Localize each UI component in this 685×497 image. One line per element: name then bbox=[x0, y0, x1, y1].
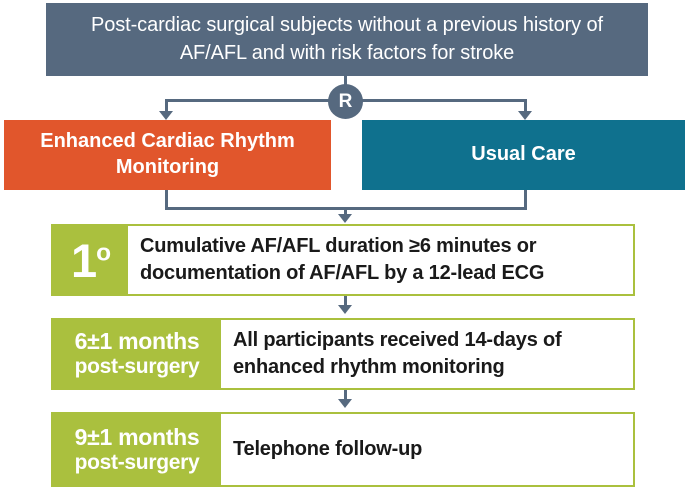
arrow-down-icon-to-intervention bbox=[159, 111, 173, 120]
outcome-row-month-6: 6±1 months post-surgery All participants… bbox=[51, 318, 635, 390]
arm-box-control: Usual Care bbox=[362, 120, 685, 190]
population-text: Post-cardiac surgical subjects without a… bbox=[90, 13, 603, 64]
arrow-down-icon-to-primary-endpoint bbox=[338, 214, 352, 223]
row-tag-month-9-line2: post-surgery bbox=[74, 450, 200, 474]
row-body-month-9: Telephone follow-up bbox=[221, 414, 633, 485]
row-tag-month-9: 9±1 months post-surgery bbox=[53, 414, 221, 485]
primary-endpoint-marker: 1o bbox=[70, 233, 111, 287]
arrow-down-icon-to-control bbox=[518, 111, 532, 120]
randomization-label: R bbox=[338, 90, 353, 112]
merge-stem bbox=[344, 207, 347, 217]
row-tag-month-9-line1: 9±1 months bbox=[74, 423, 200, 450]
merge-connector-right bbox=[524, 190, 527, 210]
arrow-down-icon-to-month6 bbox=[338, 305, 352, 314]
row-body-primary-endpoint: Cumulative AF/AFL duration ≥6 minutes or… bbox=[128, 226, 633, 294]
randomization-drop-right bbox=[524, 99, 527, 113]
arm-box-intervention: Enhanced Cardiac Rhythm Monitoring bbox=[4, 120, 331, 190]
arm-label-control: Usual Care bbox=[471, 143, 576, 166]
row-body-text-primary-endpoint: Cumulative AF/AFL duration ≥6 minutes or… bbox=[140, 235, 545, 284]
row-body-text-month-6: All participants received 14-days of enh… bbox=[233, 329, 562, 378]
arrow-down-icon-to-month9 bbox=[338, 399, 352, 408]
row-tag-primary-endpoint: 1o bbox=[53, 226, 128, 294]
row-body-text-month-9: Telephone follow-up bbox=[233, 438, 423, 461]
randomization-drop-left bbox=[165, 99, 168, 113]
row-tag-month-6-line2: post-surgery bbox=[74, 355, 200, 379]
step-connector-primary-to-month6 bbox=[344, 296, 347, 309]
step-connector-month6-to-month9 bbox=[344, 390, 347, 403]
randomization-badge: R bbox=[328, 84, 363, 119]
arm-label-intervention: Enhanced Cardiac Rhythm Monitoring bbox=[40, 130, 295, 178]
row-tag-month-6-line1: 6±1 months bbox=[74, 328, 200, 355]
outcome-row-primary-endpoint: 1o Cumulative AF/AFL duration ≥6 minutes… bbox=[51, 224, 635, 296]
population-box: Post-cardiac surgical subjects without a… bbox=[46, 3, 648, 76]
merge-connector-left bbox=[165, 190, 168, 210]
row-body-month-6: All participants received 14-days of enh… bbox=[221, 320, 633, 388]
outcome-row-month-9: 9±1 months post-surgery Telephone follow… bbox=[51, 412, 635, 487]
row-tag-month-6: 6±1 months post-surgery bbox=[53, 320, 221, 388]
randomization-stem bbox=[344, 76, 347, 88]
primary-endpoint-degree-icon: o bbox=[96, 238, 111, 266]
primary-endpoint-number: 1 bbox=[70, 233, 97, 287]
